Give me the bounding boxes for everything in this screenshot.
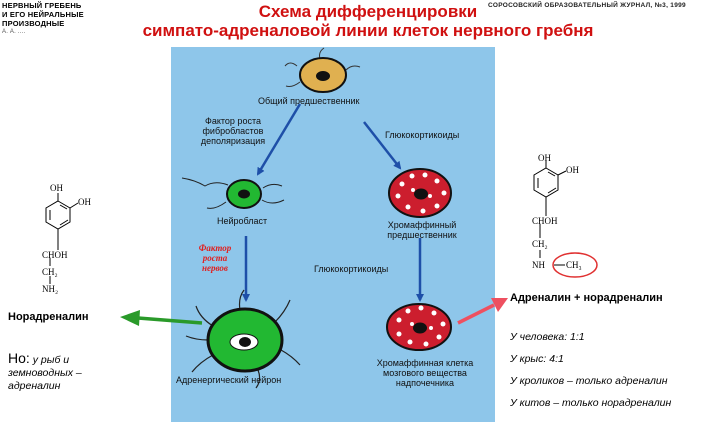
label-line: роста <box>202 253 228 263</box>
neuroblast-cell <box>181 177 285 209</box>
note-line-3: адреналин <box>8 380 61 392</box>
label-glucocorticoids-2: Глюкокортикоиды <box>314 264 389 274</box>
species-ratio-list: У человека: 1:1 У крыс: 4:1 У кроликов –… <box>510 326 671 414</box>
journal-section-header: НЕРВНЫЙ ГРЕБЕНЬ И ЕГО НЕЙРАЛЬНЫЕ ПРОИЗВО… <box>2 1 84 37</box>
journal-title: СОРОСОВСКИЙ ОБРАЗОВАТЕЛЬНЫЙ ЖУРНАЛ, №3, … <box>488 2 686 9</box>
label-common-precursor: Общий предшественник <box>258 96 360 106</box>
title-line-1: Схема дифференцировки <box>258 2 478 21</box>
label-adrenergic-neuron: Адренергический нейрон <box>176 375 282 385</box>
chem-right-choh: CHOH <box>532 216 558 226</box>
common-precursor-cell <box>284 47 361 93</box>
label-line: Фактор роста <box>205 116 261 126</box>
title-line-2: симпато-адреналовой линии клеток нервног… <box>142 21 594 40</box>
label-line: надпочечника <box>395 378 455 388</box>
chem-right-oh-right: OH <box>566 165 579 175</box>
ratio-rabbits: У кроликов – только адреналин <box>510 375 668 387</box>
slide-title: Схема дифференцировки симпато-адреналово… <box>108 2 628 40</box>
chem-left-ch2: CH₂ <box>42 267 58 277</box>
exception-note: Но: у рыб и земноводных – адреналин <box>8 350 128 393</box>
label-line: предшественник <box>387 230 457 240</box>
note-prefix: Но: <box>8 350 30 366</box>
noradrenaline-label: Норадреналин <box>8 311 89 323</box>
label-neuroblast: Нейробласт <box>217 216 268 226</box>
arrow-to-neuroblast <box>256 103 302 176</box>
note-line-2: земноводных – <box>8 367 82 379</box>
label-fibroblast-factor: Фактор роста фибробластов деполяризация <box>190 116 276 146</box>
chem-left-choh: CHOH <box>42 250 68 260</box>
label-chromaffin-cell: Хромаффинная клетка мозгового вещества н… <box>372 358 478 388</box>
adrenaline-noradrenaline-label: Адреналин + норадреналин <box>510 292 663 304</box>
chem-right-ch3: CH₃ <box>566 260 582 270</box>
label-line: мозгового вещества <box>383 368 467 378</box>
red-arrow-adrenaline <box>457 298 508 325</box>
chem-left-nh2: NH₂ <box>42 284 59 294</box>
label-line: деполяризация <box>200 136 266 146</box>
green-arrow-noradrenaline <box>120 310 203 326</box>
label-line: Хромаффинная клетка <box>376 358 474 368</box>
adrenergic-neuron-cell <box>185 289 301 389</box>
label-chromaffin-precursor: Хромаффинный предшественник <box>372 220 472 240</box>
chem-right-ch2: CH₂ <box>532 239 548 249</box>
label-glucocorticoids-1: Глюкокортикоиды <box>385 130 460 140</box>
arrow-to-chromaffin-precursor <box>363 121 402 170</box>
chromaffin-cell <box>386 303 452 351</box>
chem-left-oh-top: OH <box>50 183 63 193</box>
chem-left-oh-right: OH <box>78 197 91 207</box>
note-line-1: Но: у рыб и <box>8 350 128 367</box>
header-line: И ЕГО НЕЙРАЛЬНЫЕ <box>2 10 84 19</box>
header-line: ПРОИЗВОДНЫЕ <box>2 19 65 28</box>
ratio-whales: У китов – только норадреналин <box>510 397 672 409</box>
label-nerve-growth-factor: Фактор роста нервов <box>192 243 238 273</box>
label-line: фибробластов <box>202 126 264 136</box>
methyl-group-highlight <box>552 252 598 278</box>
chromaffin-precursor-cell <box>388 168 452 218</box>
label-line: Хромаффинный <box>387 220 457 230</box>
chem-right-nh: NH <box>532 260 545 270</box>
chem-right-oh-top: OH <box>538 153 551 163</box>
header-author: А. А. .... <box>2 29 26 35</box>
label-line: Фактор <box>198 243 232 253</box>
ratio-human: У человека: 1:1 <box>510 331 585 343</box>
label-line: нервов <box>202 263 228 273</box>
header-line: НЕРВНЫЙ ГРЕБЕНЬ <box>2 1 82 10</box>
noradrenaline-structure <box>45 193 79 284</box>
ratio-rats: У крыс: 4:1 <box>510 353 564 365</box>
note-rest: у рыб и <box>29 354 70 366</box>
adrenaline-structure <box>533 161 567 266</box>
differentiation-arrows <box>242 103 424 302</box>
